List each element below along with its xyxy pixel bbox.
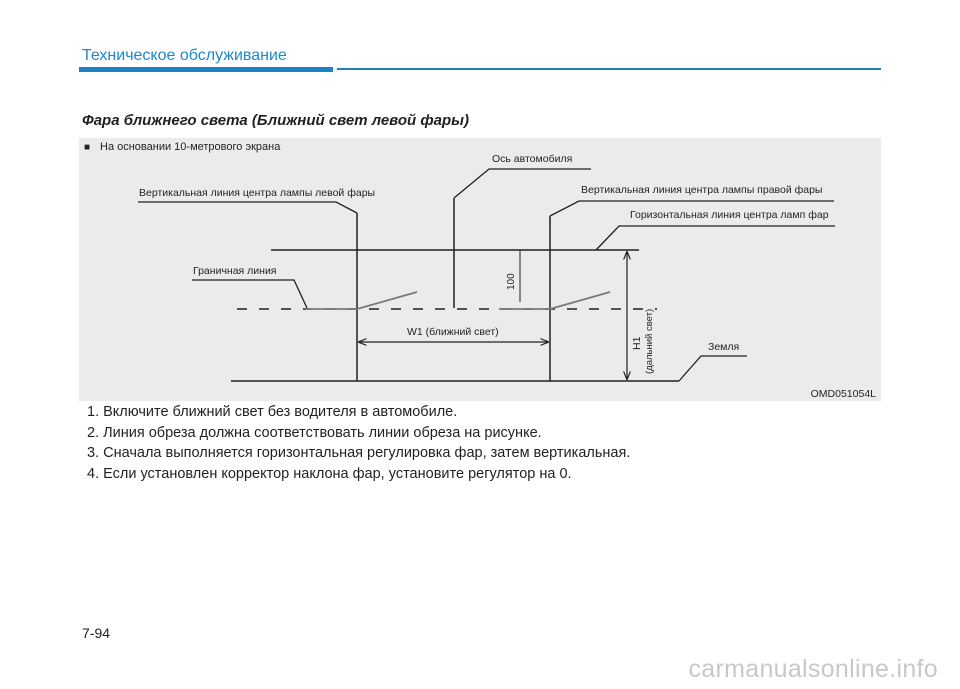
step-item: 1. Включите ближний свет без водителя в … bbox=[87, 404, 458, 420]
ground-leader bbox=[678, 355, 747, 382]
headlamp-aiming-diagram: ■ На основании 10-метрового экрана 100 W… bbox=[84, 141, 877, 400]
car-axis-leader bbox=[453, 168, 591, 199]
caption-bullet: ■ bbox=[84, 142, 90, 153]
header-rule-thin bbox=[337, 68, 881, 70]
cutoff-label: Граничная линия bbox=[193, 265, 277, 277]
w1-label: W1 (ближний свет) bbox=[407, 326, 499, 338]
left-vertical-leader bbox=[138, 201, 358, 214]
instruction-steps: 1. Включите ближний свет без водителя в … bbox=[87, 402, 877, 484]
header-rule-thick bbox=[79, 67, 333, 72]
figure-heading: Фара ближнего света (Ближний свет левой … bbox=[82, 112, 469, 129]
figure-caption: На основании 10-метрового экрана bbox=[100, 141, 281, 153]
step-item: 4. Если установлен корректор наклона фар… bbox=[87, 465, 572, 482]
left-vertical-label: Вертикальная линия центра лампы левой фа… bbox=[139, 187, 375, 199]
h1-sub-label: (дальний свет) bbox=[644, 309, 655, 374]
right-vertical-leader bbox=[549, 200, 834, 217]
right-vertical-label: Вертикальная линия центра лампы правой ф… bbox=[581, 184, 822, 196]
step-item: 3. Сначала выполняется горизонтальная ре… bbox=[87, 445, 631, 461]
horizontal-center-label: Горизонтальная линия центра ламп фар bbox=[630, 209, 829, 221]
left-cutoff-rise bbox=[356, 291, 418, 310]
ground-label: Земля bbox=[708, 341, 739, 353]
right-cutoff-rise bbox=[549, 291, 611, 310]
cutoff-leader bbox=[192, 279, 308, 309]
section-title: Техническое обслуживание bbox=[82, 47, 287, 64]
headlamp-aiming-figure: ■ На основании 10-метрового экрана 100 W… bbox=[79, 138, 881, 401]
step-item: 2. Линия обреза должна соответствовать л… bbox=[87, 424, 542, 441]
page-number: 7-94 bbox=[82, 625, 111, 641]
offset-100-label: 100 bbox=[506, 273, 517, 290]
car-axis-label: Ось автомобиля bbox=[492, 153, 572, 165]
figure-code: OMD051054L bbox=[811, 388, 877, 400]
horizontal-center-leader bbox=[595, 225, 835, 251]
watermark: carmanualsonline.info bbox=[688, 655, 938, 683]
h1-label: H1 bbox=[631, 336, 643, 350]
